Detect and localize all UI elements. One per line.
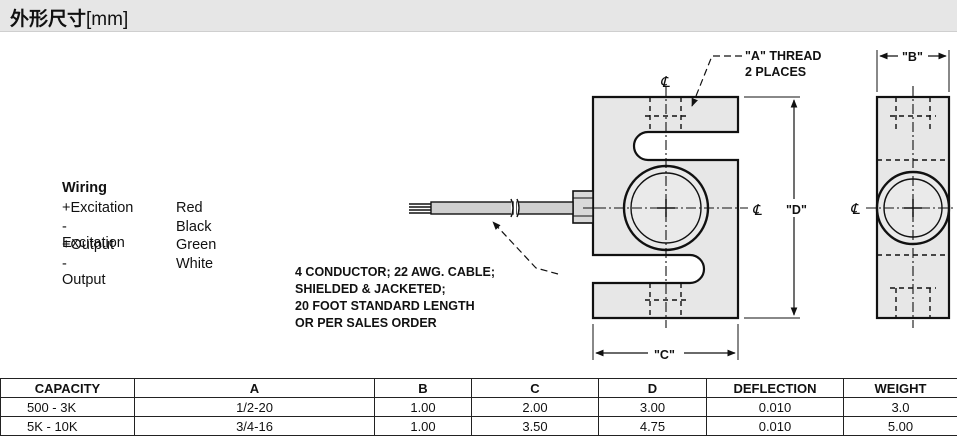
load-cell-drawing: "A" THREAD 2 PLACES ℄ "D" ℄ "C" ℄ "B" 4 … xyxy=(295,48,955,362)
cell-capacity: 500 - 3K xyxy=(0,397,135,417)
page-title-text: 外形尺寸 xyxy=(10,8,87,30)
cable-wires xyxy=(409,203,431,214)
centerline-symbol-right: ℄ xyxy=(752,201,762,219)
cell-capacity: 5K - 10K xyxy=(0,416,135,436)
header-deflection: DEFLECTION xyxy=(706,378,844,398)
wiring-title: Wiring xyxy=(62,180,107,196)
cell-deflection: 0.010 xyxy=(706,397,844,417)
cell-d: 4.75 xyxy=(598,416,707,436)
header-a: A xyxy=(134,378,375,398)
wiring-color: Black xyxy=(176,218,212,235)
table-header-row: CAPACITY A B C D DEFLECTION WEIGHT xyxy=(0,378,957,398)
cable-note-line2: SHIELDED & JACKETED; xyxy=(295,282,446,296)
cell-weight: 3.0 xyxy=(843,397,957,417)
title-bar: 外形尺寸[mm] xyxy=(0,0,957,32)
wiring-color: Green xyxy=(176,237,217,253)
wiring-row: - Excitation Black xyxy=(62,219,211,251)
centerline-symbol-top: ℄ xyxy=(660,73,670,91)
thread-note-line2: 2 PLACES xyxy=(745,65,806,79)
wiring-label: +Output xyxy=(62,237,114,253)
cable-gland xyxy=(572,190,594,224)
cell-weight: 5.00 xyxy=(843,416,957,436)
wiring-color: White xyxy=(176,255,214,272)
wiring-row: - Output White xyxy=(62,256,213,288)
wiring-legend: Wiring +Excitation Red - Excitation Blac… xyxy=(62,180,216,288)
page-title-unit: [mm] xyxy=(86,9,129,30)
cell-b: 1.00 xyxy=(374,416,472,436)
dim-d-label: "D" xyxy=(786,203,807,217)
cell-c: 3.50 xyxy=(471,416,599,436)
cable-leader xyxy=(492,221,559,275)
cell-deflection: 0.010 xyxy=(706,416,844,436)
cable-jacket-far xyxy=(430,201,514,215)
wiring-row: +Output Green xyxy=(62,237,216,256)
cell-a: 1/2-20 xyxy=(134,397,375,417)
table-row: 5K - 10K 3/4-16 1.00 3.50 4.75 0.010 5.0… xyxy=(0,416,957,436)
wiring-label: - Output xyxy=(62,255,106,288)
spec-table: CAPACITY A B C D DEFLECTION WEIGHT 500 -… xyxy=(0,378,957,436)
header-d: D xyxy=(598,378,707,398)
cable-note-line4: OR PER SALES ORDER xyxy=(295,316,437,330)
table-row: 500 - 3K 1/2-20 1.00 2.00 3.00 0.010 3.0 xyxy=(0,397,957,417)
hidden-thread-lines xyxy=(645,97,686,318)
centerline-symbol-side: ℄ xyxy=(850,200,860,218)
thread-note-line1: "A" THREAD xyxy=(745,49,821,63)
header-c: C xyxy=(471,378,599,398)
cell-d: 3.00 xyxy=(598,397,707,417)
cell-c: 2.00 xyxy=(471,397,599,417)
dim-c-label: "C" xyxy=(654,348,675,362)
cable-note-line3: 20 FOOT STANDARD LENGTH xyxy=(295,299,475,313)
header-weight: WEIGHT xyxy=(843,378,957,398)
header-capacity: CAPACITY xyxy=(0,378,135,398)
cable-jacket-near xyxy=(516,201,574,215)
wiring-color: Red xyxy=(176,200,203,216)
page-title: 外形尺寸[mm] xyxy=(10,4,128,31)
cable-note-line1: 4 CONDUCTOR; 22 AWG. CABLE; xyxy=(295,265,495,279)
wiring-label: +Excitation xyxy=(62,200,134,216)
wiring-row: +Excitation Red xyxy=(62,200,203,219)
cell-a: 3/4-16 xyxy=(134,416,375,436)
header-b: B xyxy=(374,378,472,398)
dim-b-label: "B" xyxy=(902,50,923,64)
wiring-label: - Excitation xyxy=(62,218,125,251)
cell-b: 1.00 xyxy=(374,397,472,417)
